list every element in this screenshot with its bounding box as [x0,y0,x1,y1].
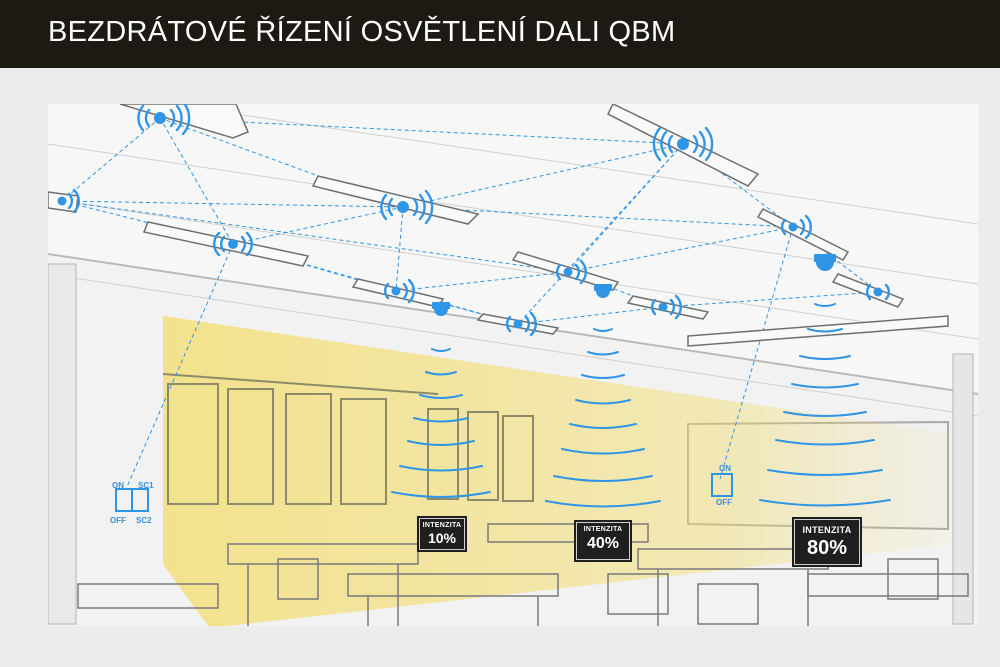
switch-left-off-label: OFF [110,516,126,525]
switch-left-sc2-label: SC2 [136,516,152,525]
intensity-badge-10: INTENZITA 10% [419,518,465,550]
switch-right-icon [711,473,733,497]
switch-left-on-label: ON [112,481,124,490]
intensity-badge-value: 40% [586,535,620,552]
intensity-badge-label: INTENZITA [583,526,623,533]
intensity-badge-value: 10% [427,530,457,546]
page-title: BEZDRÁTOVÉ ŘÍZENÍ OSVĚTLENÍ DALI QBM [48,16,676,48]
page-header: BEZDRÁTOVÉ ŘÍZENÍ OSVĚTLENÍ DALI QBM [0,0,1000,68]
switch-right-on-label: ON [719,464,731,473]
classroom-diagram: ON SC1 OFF SC2 ON OFF INTENZITA 10% INTE… [48,104,978,626]
switch-right-off-label: OFF [716,498,732,507]
intensity-badge-40: INTENZITA 40% [576,522,630,560]
intensity-badge-80: INTENZITA 80% [794,519,860,565]
classroom-illustration [48,104,978,626]
switch-left-icon [115,488,149,512]
intensity-badge-label: INTENZITA [422,522,462,529]
switch-left-sc1-label: SC1 [138,481,154,490]
intensity-badge-value: 80% [806,537,848,559]
intensity-badge-label: INTENZITA [802,525,852,535]
